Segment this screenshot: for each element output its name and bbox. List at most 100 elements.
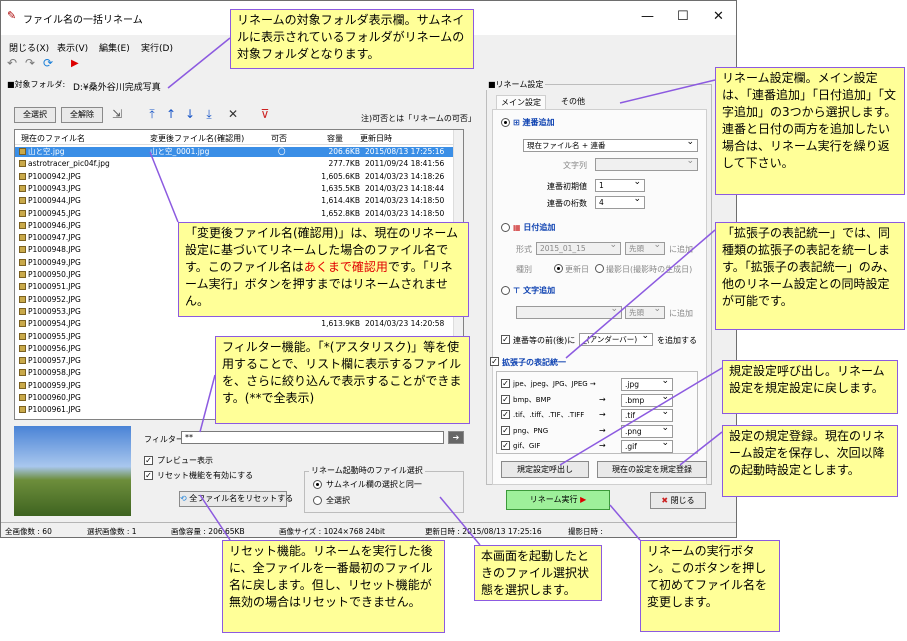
reset-all-label: 全ファイル名をリセットする (189, 494, 294, 503)
text-add-label: に追加 (669, 309, 693, 318)
select-all-button[interactable]: 全選択 (14, 107, 56, 123)
table-row[interactable]: P1000959.JPG (15, 381, 453, 391)
ext-row-checkbox[interactable]: ✓ (501, 379, 510, 388)
close-button[interactable]: ✖ 閉じる (650, 492, 706, 509)
ext-row-checkbox[interactable]: ✓ (501, 410, 510, 419)
text-pos-select[interactable]: 先頭 (625, 304, 665, 319)
start-select[interactable]: 1 (595, 177, 645, 192)
text-radio[interactable] (501, 286, 510, 295)
save-default-button[interactable]: 現在の設定を規定登録 (597, 461, 707, 478)
table-row[interactable]: P1000948.JPG (15, 245, 453, 255)
table-row[interactable]: P1000958.JPG (15, 368, 453, 378)
menu-run[interactable]: 実行(D) (141, 44, 173, 54)
move-down-icon[interactable]: ↓ (184, 107, 196, 121)
reset-all-button[interactable]: ⟲ 全ファイル名をリセットする (179, 491, 293, 507)
table-row[interactable]: P1000961.JPG (15, 405, 453, 415)
move-up-icon[interactable]: ↑ (165, 107, 177, 121)
ext-unify-checkbox[interactable]: ✓ (490, 357, 499, 366)
table-row[interactable]: P1000957.JPG (15, 356, 453, 366)
move-bottom-icon[interactable]: ⤓ (206, 107, 212, 121)
filter-clear-icon[interactable]: ⊽ (260, 107, 270, 121)
ext-row-checkbox[interactable]: ✓ (501, 441, 510, 450)
tab-main[interactable]: メイン設定 (496, 95, 546, 109)
table-row[interactable]: P1000947.JPG (15, 233, 453, 243)
col-ok[interactable]: 可否 (271, 134, 287, 143)
undo-icon[interactable]: ↶ (7, 56, 18, 70)
col-date[interactable]: 更新日時 (360, 134, 392, 143)
table-row[interactable]: P1000960.JPG (15, 393, 453, 403)
table-row[interactable]: P1000952.JPG (15, 295, 453, 305)
type-radio-modified[interactable] (554, 264, 563, 273)
date-cell: 2014/03/23 14:18:44 (365, 183, 445, 193)
separator-checkbox[interactable]: ✓ (501, 335, 510, 344)
menu-close[interactable]: 閉じる(X) (9, 44, 50, 54)
callout-settings: リネーム設定欄。メイン設定は、「連番追加」「日付追加」「文字追加」の3つから選択… (715, 67, 905, 195)
file-name-text: 山と空.jpg (28, 147, 65, 156)
tab-other[interactable]: その他 (561, 97, 585, 106)
maximize-button[interactable]: ☐ (677, 9, 689, 24)
date-pos-select[interactable]: 先頭 (625, 240, 665, 255)
serial-radio[interactable] (501, 118, 510, 127)
minimize-button[interactable]: — (641, 9, 654, 24)
table-row[interactable]: P1000946.JPG (15, 221, 453, 231)
ext-unify-title: 拡張子の表記統一 (502, 358, 566, 367)
run-icon[interactable]: ▶ (71, 58, 79, 69)
col-size[interactable]: 容量 (327, 134, 343, 143)
preview-checkbox[interactable]: ✓ (144, 456, 153, 465)
reset-icon: ⟲ (180, 494, 190, 503)
text-input[interactable] (516, 304, 622, 319)
ext-row-arrow: → (599, 394, 606, 404)
table-row[interactable]: P1000951.JPG (15, 282, 453, 292)
move-top-icon[interactable]: ⤒ (149, 107, 155, 121)
ext-row-from: png、PNG (513, 426, 549, 435)
menu-edit[interactable]: 編集(E) (99, 44, 130, 54)
col-new-name[interactable]: 変更後ファイル名(確認用) (150, 134, 245, 143)
type-radio-shot[interactable] (595, 264, 604, 273)
file-name-cell: P1000961.JPG (19, 405, 81, 415)
menu-view[interactable]: 表示(V) (57, 44, 89, 54)
startup-radio-all[interactable] (313, 496, 322, 505)
refresh-icon[interactable]: ⟳ (43, 56, 54, 70)
filter-input[interactable]: ** (181, 431, 444, 444)
ext-row-checkbox[interactable]: ✓ (501, 394, 510, 404)
col-current-name[interactable]: 現在のファイル名 (21, 134, 85, 143)
separator-select[interactable]: _(アンダーバー) (579, 331, 653, 346)
load-default-button[interactable]: 規定設定呼出し (501, 461, 589, 478)
string-input[interactable] (595, 156, 698, 171)
ext-row-select[interactable]: .tif (621, 407, 673, 422)
table-row[interactable]: P1000956.JPG (15, 344, 453, 354)
ext-row-select[interactable]: .png (621, 423, 673, 438)
table-row[interactable]: P1000953.JPG (15, 307, 453, 317)
size-cell: 1,614.4KB (321, 196, 360, 206)
callout-reset: リセット機能。リネームを実行した後に、全ファイルを一番最初のファイル名に戻します… (222, 540, 445, 633)
execute-rename-button[interactable]: リネーム実行 ▶ (506, 490, 610, 510)
table-row[interactable]: P1000949.JPG (15, 258, 453, 268)
file-name-text: P1000958.JPG (28, 368, 81, 378)
ext-row-select[interactable]: .gif (621, 438, 673, 453)
export-icon[interactable]: ⇲ (111, 107, 123, 121)
close-window-button[interactable]: ✕ (713, 9, 724, 24)
digits-select[interactable]: 4 (595, 194, 645, 209)
startup-radio-same[interactable] (313, 480, 322, 489)
ext-row-select[interactable]: .bmp (621, 392, 673, 407)
date-radio[interactable] (501, 223, 510, 232)
ext-row-checkbox[interactable]: ✓ (501, 425, 510, 435)
filter-apply-button[interactable]: ➔ (448, 431, 464, 444)
format-select[interactable]: 2015_01_15 (536, 240, 621, 255)
reset-enable-checkbox[interactable]: ✓ (144, 471, 153, 480)
redo-icon[interactable]: ↷ (25, 56, 36, 70)
ext-row-select[interactable]: .jpg (621, 376, 673, 391)
serial-mode-select[interactable]: 現在ファイル名 + 連番 (523, 137, 698, 152)
deselect-all-button[interactable]: 全解除 (61, 107, 103, 123)
table-row[interactable]: P1000950.JPG (15, 270, 453, 280)
table-row[interactable]: P1000955.JPG (15, 332, 453, 342)
image-file-icon (19, 184, 26, 192)
remove-icon[interactable]: ✕ (227, 107, 239, 121)
